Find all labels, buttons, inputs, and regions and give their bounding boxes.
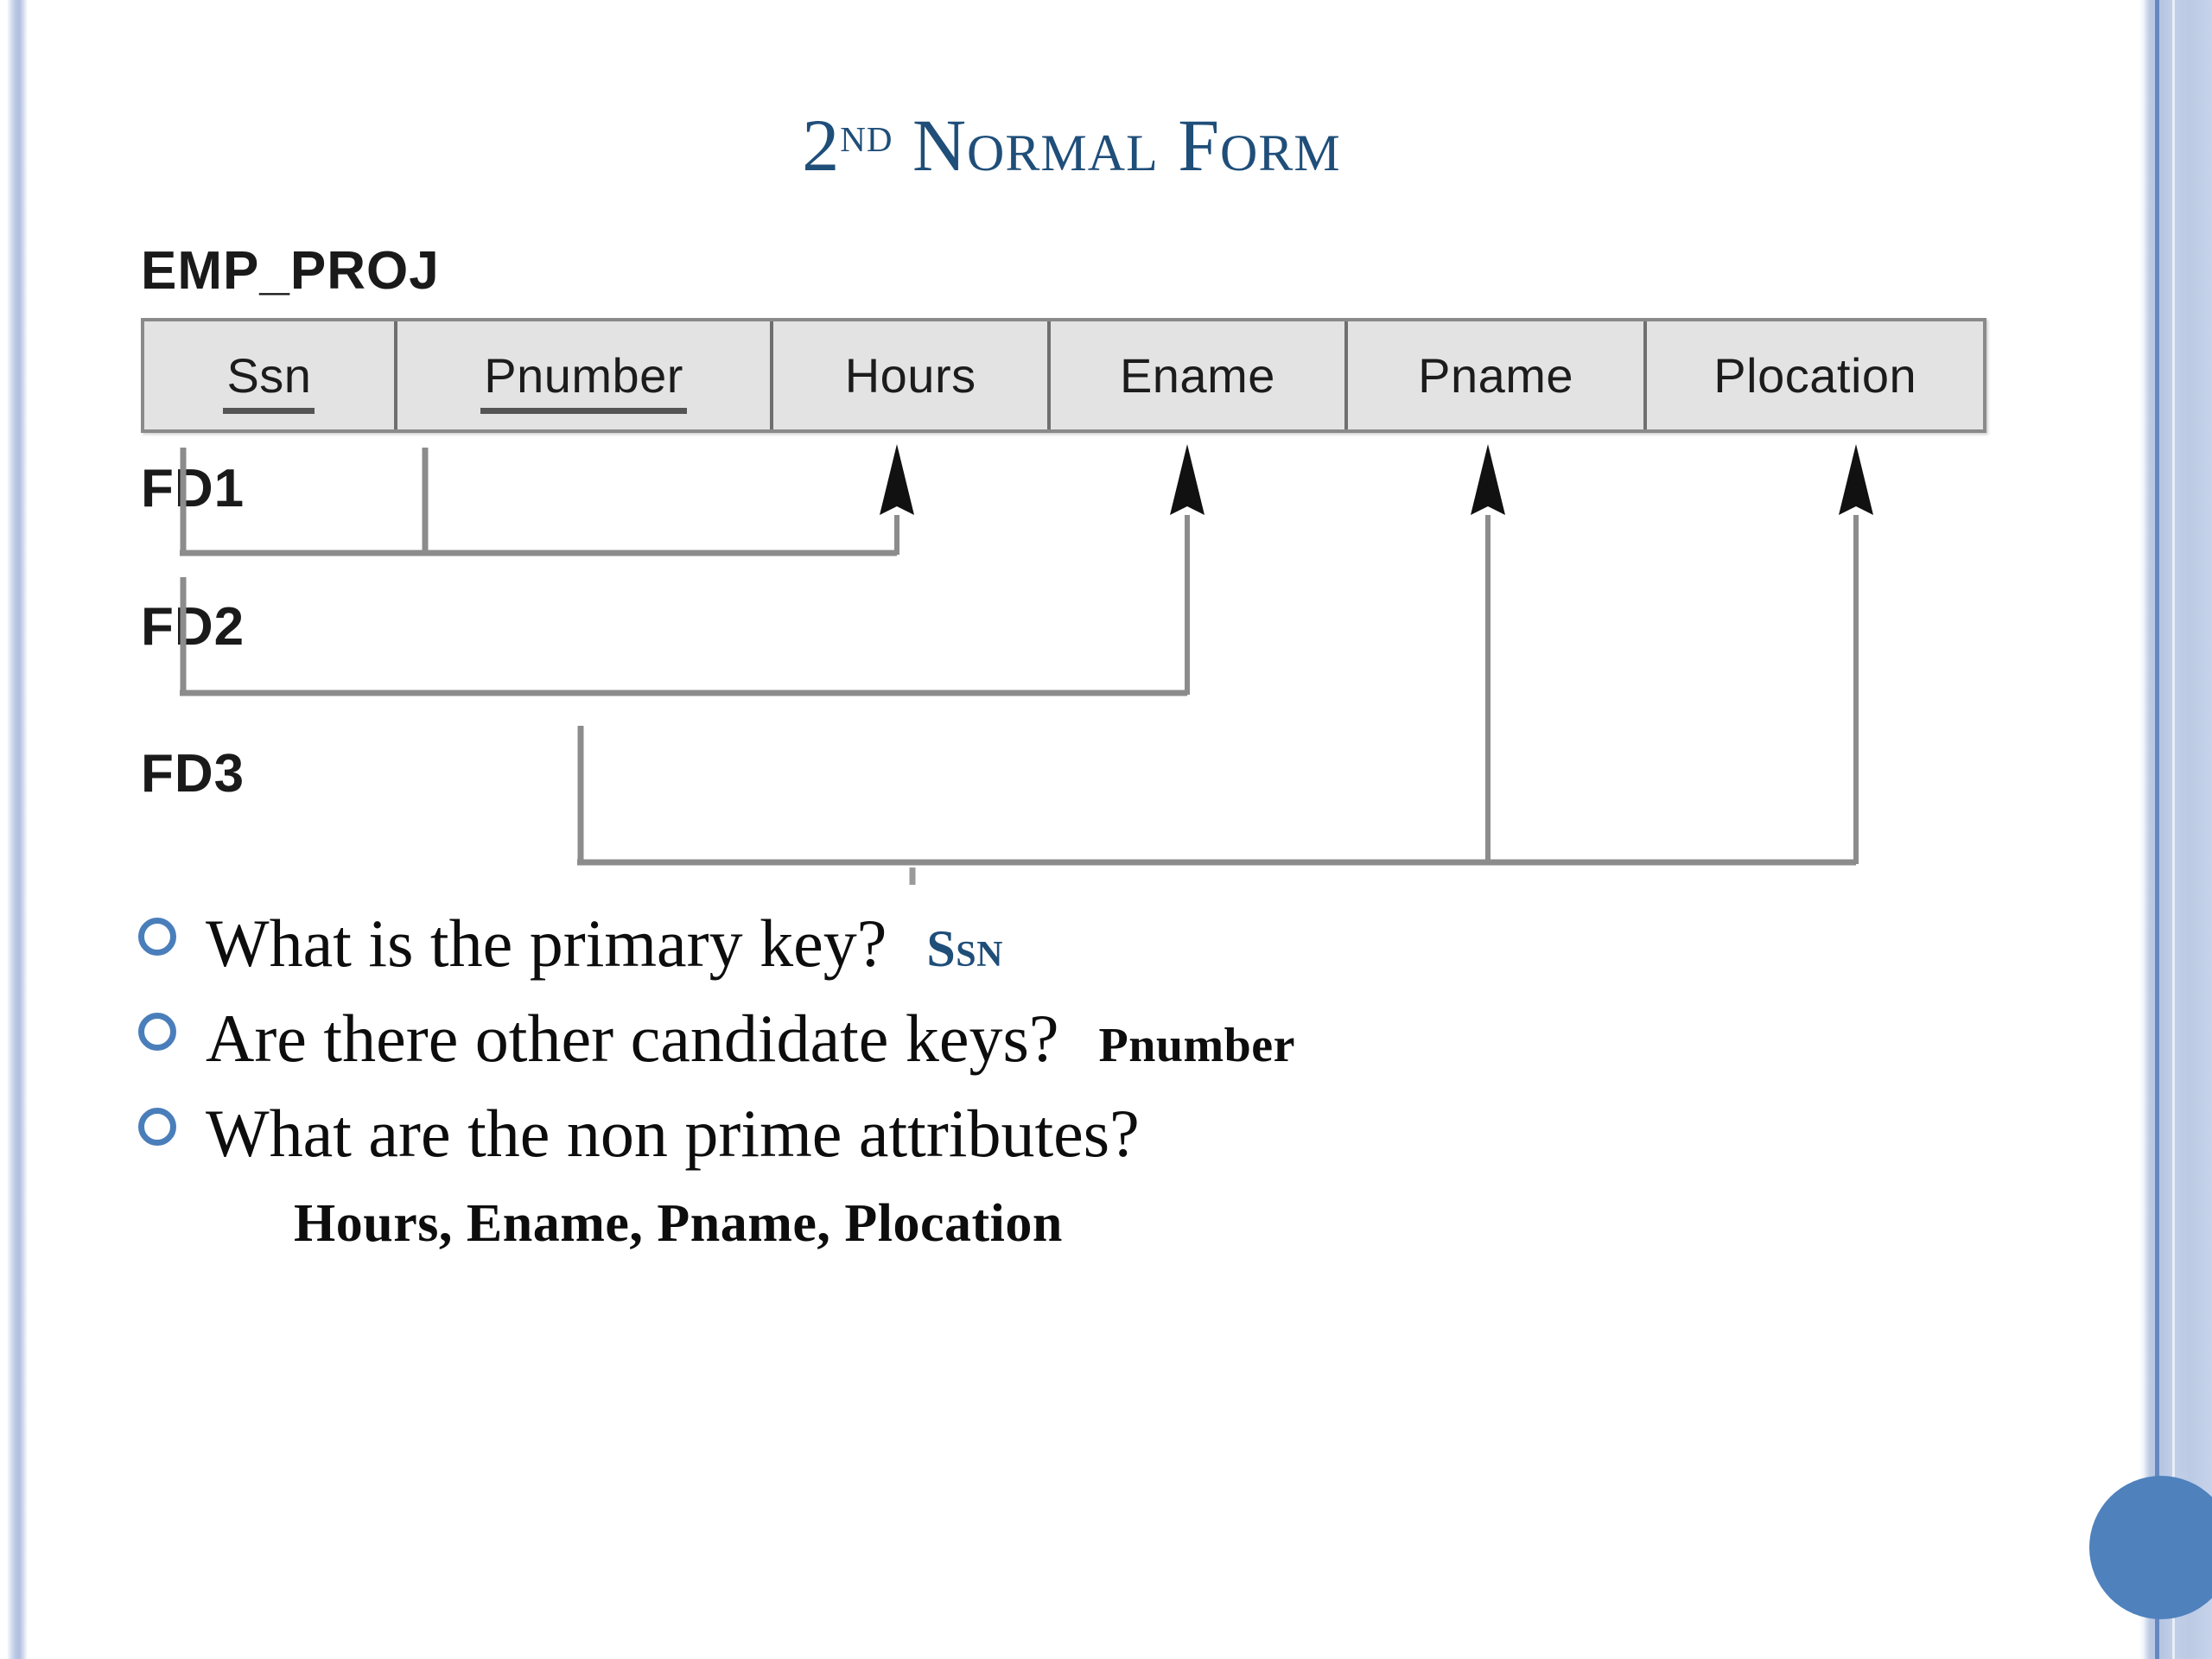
fd1-path [180, 448, 897, 556]
attribute-label: Pnumber [480, 348, 687, 414]
attribute-label: Hours [844, 348, 976, 403]
title-number: 2 [802, 104, 841, 187]
functional-dependency-diagram [180, 444, 1873, 885]
relation-name-label: EMP_PROJ [141, 241, 440, 301]
fd3-label: FD3 [141, 744, 245, 804]
title-ordinal-suffix: nd [840, 106, 893, 162]
attribute-label: Pname [1418, 348, 1574, 403]
attribute-cell-ssn: Ssn [144, 321, 394, 429]
attribute-cell-plocation: Plocation [1643, 321, 1983, 429]
bullet-item-primary-key: What is the primary key? Ssn [138, 906, 2039, 981]
fd2-label: FD2 [141, 597, 245, 657]
bullet-list: What is the primary key? Ssn Are there o… [138, 906, 2039, 1255]
fd2-arrowhead-ename [1170, 444, 1205, 515]
bullet-ring-icon [138, 1013, 176, 1052]
title-remainder: Normal Form [893, 104, 1341, 187]
slide-title: 2nd Normal Form [0, 102, 2143, 188]
fd1-arrowhead-hours [880, 444, 914, 515]
attribute-cell-hours: Hours [770, 321, 1048, 429]
attribute-label: Ename [1119, 348, 1275, 403]
bullet-question: What are the non prime attributes? [206, 1096, 1140, 1172]
attribute-label: Plocation [1713, 348, 1917, 403]
fd3-arrowhead-plocation [1839, 444, 1873, 515]
bullet-answer-primary-key: Ssn [926, 920, 1003, 977]
fd3-path [577, 726, 1856, 866]
fd3-arrowhead-pname [1471, 444, 1505, 515]
bullet-item-candidate-keys: Are there other candidate keys? Pnumber [138, 1001, 2039, 1077]
bullet-question: Are there other candidate keys? [206, 1001, 1059, 1077]
fd2-path [180, 577, 1187, 696]
bullet-answer-candidate-keys: Pnumber [1098, 1019, 1295, 1073]
bullet-question: What is the primary key? [206, 906, 887, 981]
bullet-answer-non-prime-attributes: Hours, Ename, Pname, Plocation [294, 1193, 1063, 1253]
fd1-label: FD1 [141, 459, 245, 518]
attribute-cell-ename: Ename [1047, 321, 1344, 429]
attribute-cell-pnumber: Pnumber [393, 321, 771, 429]
bullet-item-non-prime-attributes: What are the non prime attributes? [138, 1097, 2039, 1170]
attribute-cell-pname: Pname [1344, 321, 1644, 429]
bullet-ring-icon [138, 1108, 176, 1147]
accent-circle-decoration [2089, 1476, 2212, 1619]
attribute-label: Ssn [223, 348, 315, 414]
attribute-table: Ssn Pnumber Hours Ename Pname Plocation [141, 318, 1986, 433]
bullet-ring-icon [138, 918, 176, 956]
